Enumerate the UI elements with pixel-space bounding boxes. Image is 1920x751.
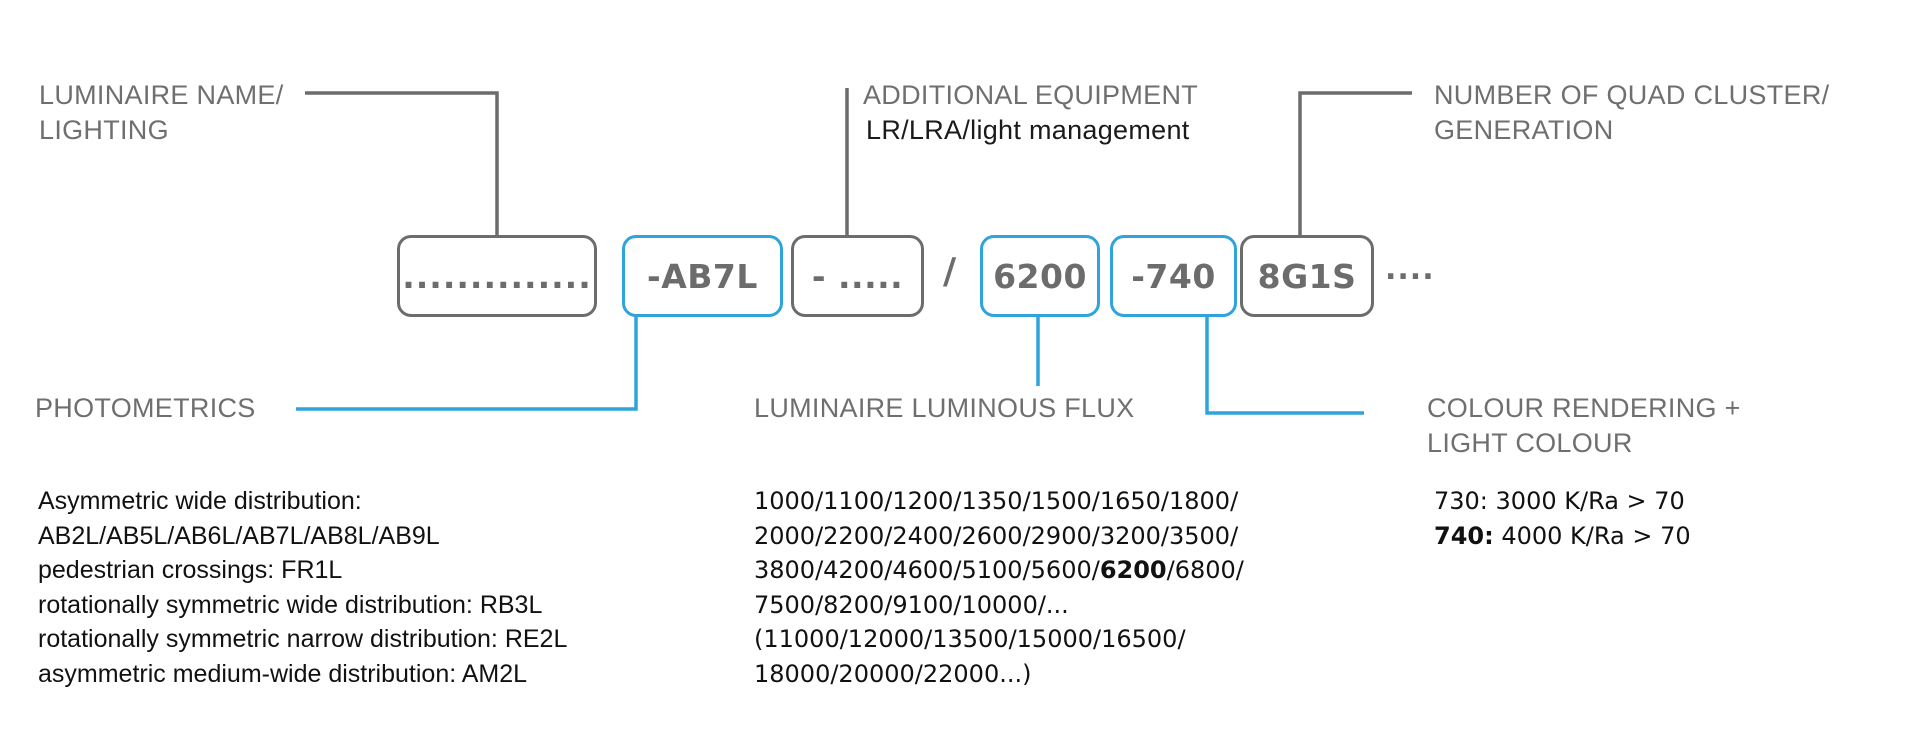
flux-selected-value: 6200 xyxy=(1099,556,1167,584)
colour-rendering-label: COLOUR RENDERING + LIGHT COLOUR xyxy=(1427,391,1741,461)
colour-code: 730: xyxy=(1434,487,1488,515)
luminaire-name-connector xyxy=(305,91,499,236)
colour-code-selected: 740: xyxy=(1434,521,1494,550)
quad-cluster-connector xyxy=(1298,91,1412,236)
flux-line: 1000/1100/1200/1350/1500/1650/1800/ xyxy=(754,487,1239,515)
photometrics-item: asymmetric medium-wide distribution: AM2… xyxy=(38,659,528,688)
code-separator: / xyxy=(943,251,957,292)
photometrics-item: Asymmetric wide distribution: xyxy=(38,487,362,515)
photometrics-item: rotationally symmetric narrow distributi… xyxy=(38,625,568,653)
colour-value: 4000 K/Ra > 70 xyxy=(1493,521,1691,550)
luminaire-name-label: LUMINAIRE NAME/ LIGHTING xyxy=(39,78,284,148)
colour-rendering-connector xyxy=(1205,316,1364,415)
flux-line-pre: 3800/4200/4600/5100/5600/ xyxy=(754,556,1100,584)
flux-line: 3800/4200/4600/5100/5600/6200/6800/ xyxy=(754,553,1244,588)
code-box-luminous-flux: 6200 xyxy=(980,235,1100,317)
photometrics-list: Asymmetric wide distribution: AB2L/AB5L/… xyxy=(38,484,567,691)
flux-line: 2000/2200/2400/2600/2900/3200/3500/ xyxy=(754,521,1239,550)
colour-value: 3000 K/Ra > 70 xyxy=(1487,487,1685,515)
luminous-flux-list: 1000/1100/1200/1350/1500/1650/1800/ 2000… xyxy=(754,484,1244,691)
photometrics-connector xyxy=(296,316,638,411)
code-box-luminaire-name: .............. xyxy=(397,235,597,317)
photometrics-item: pedestrian crossings: FR1L xyxy=(38,556,343,584)
additional-equipment-detail: LR/LRA/light management xyxy=(866,115,1190,145)
luminaire-name-line-1: LUMINAIRE NAME/ xyxy=(39,80,284,110)
code-box-colour: -740 xyxy=(1110,235,1237,317)
colour-list: 730: 3000 K/Ra > 70 740: 4000 K/Ra > 70 xyxy=(1434,484,1691,553)
luminous-flux-label: LUMINAIRE LUMINOUS FLUX xyxy=(754,393,1135,423)
flux-line: (11000/12000/13500/15000/16500/ xyxy=(754,625,1186,653)
quad-cluster-line-2: GENERATION xyxy=(1434,115,1614,145)
flux-line-post: /6800/ xyxy=(1166,556,1244,584)
colour-item: 740: 4000 K/Ra > 70 xyxy=(1434,519,1691,554)
code-box-quad-cluster: 8G1S xyxy=(1240,235,1374,317)
photometrics-item: rotationally symmetric wide distribution… xyxy=(38,590,543,619)
quad-cluster-label: NUMBER OF QUAD CLUSTER/ GENERATION xyxy=(1434,78,1829,148)
photometrics-item: AB2L/AB5L/AB6L/AB7L/AB8L/AB9L xyxy=(38,521,440,550)
colour-rendering-line-2: LIGHT COLOUR xyxy=(1427,428,1633,458)
flux-line: 7500/8200/9100/10000/... xyxy=(754,590,1069,619)
luminaire-name-line-2: LIGHTING xyxy=(39,115,169,145)
photometrics-label: PHOTOMETRICS xyxy=(35,393,256,423)
code-trailing-dots: .... xyxy=(1385,252,1435,287)
flux-line: 18000/20000/22000...) xyxy=(754,659,1032,688)
additional-equipment-title: ADDITIONAL EQUIPMENT xyxy=(863,80,1199,110)
additional-equipment-label: ADDITIONAL EQUIPMENT LR/LRA/light manage… xyxy=(863,78,1198,148)
colour-item: 730: 3000 K/Ra > 70 xyxy=(1434,484,1691,519)
quad-cluster-line-1: NUMBER OF QUAD CLUSTER/ xyxy=(1434,80,1830,110)
colour-rendering-line-1: COLOUR RENDERING + xyxy=(1427,393,1741,423)
code-box-additional-equipment: - ..... xyxy=(791,235,924,317)
code-box-photometrics: -AB7L xyxy=(622,235,783,317)
